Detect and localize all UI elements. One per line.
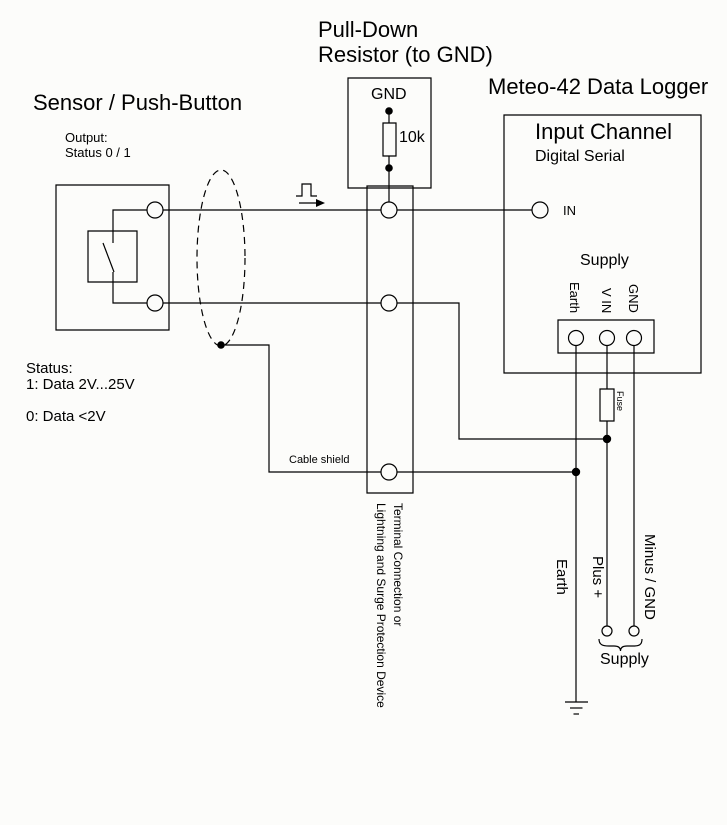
terminal-strip-box — [367, 186, 413, 493]
sensor-box — [56, 185, 169, 330]
status-info-label: Status: 1: Data 2V...25V 0: Data <2V — [26, 360, 135, 425]
surge-device-label: Terminal Connection or Lightning and Sur… — [374, 503, 405, 708]
digital-serial-label: Digital Serial — [535, 148, 625, 165]
strip-terminal-shield — [381, 464, 397, 480]
in-terminal — [532, 202, 548, 218]
in-label: IN — [563, 203, 576, 218]
cable-shield-ellipse — [197, 170, 245, 346]
sensor-terminal-bottom — [147, 295, 163, 311]
sensor-title: Sensor / Push-Button — [33, 90, 243, 115]
junction-dot-earth — [571, 467, 581, 477]
resistor-symbol — [383, 123, 396, 156]
vin-terminal — [600, 331, 615, 346]
input-channel-box — [504, 115, 701, 373]
signal-wire — [113, 210, 540, 231]
fuse-symbol — [600, 389, 614, 421]
earth-terminal-label: Earth — [567, 282, 582, 314]
junction-dot-resistor-bottom — [385, 164, 393, 172]
gnd-terminal — [627, 331, 642, 346]
input-channel-title: Input Channel — [535, 119, 672, 144]
junction-dot-shield — [217, 341, 225, 349]
earth-wire-label: Earth — [553, 559, 570, 595]
strip-terminal-1 — [381, 202, 397, 218]
supply-label: Supply — [580, 252, 629, 269]
logger-title: Meteo-42 Data Logger — [488, 74, 709, 99]
strip-terminal-2 — [381, 295, 397, 311]
return-wire — [113, 282, 607, 439]
gnd-label: GND — [371, 86, 407, 103]
junction-dot-gnd-top — [385, 107, 393, 115]
switch-symbol-icon — [103, 231, 114, 282]
cable-shield-wire — [221, 345, 576, 472]
pulse-signal-icon — [296, 184, 325, 207]
vin-terminal-label: V IN — [599, 288, 614, 314]
pulldown-title: Pull-Down Resistor (to GND) — [318, 17, 493, 67]
minus-wire-label: Minus / GND — [641, 534, 658, 620]
gnd-terminal-label: GND — [626, 284, 641, 313]
sensor-terminal-top — [147, 202, 163, 218]
supply-plus-end — [602, 626, 612, 636]
cable-shield-label: Cable shield — [289, 454, 350, 466]
supply-terminal-block — [558, 320, 654, 353]
output-label: Output: Status 0 / 1 — [65, 130, 131, 160]
earth-terminal — [569, 331, 584, 346]
junction-dot-vin — [602, 434, 612, 444]
plus-wire-label: Plus + — [589, 556, 606, 599]
fuse-label: Fuse — [615, 391, 625, 412]
supply-minus-end — [629, 626, 639, 636]
supply-brace — [599, 639, 642, 651]
supply-connector-label: Supply — [600, 651, 649, 668]
resistor-value-label: 10k — [399, 129, 425, 146]
earth-ground-icon — [565, 702, 588, 714]
